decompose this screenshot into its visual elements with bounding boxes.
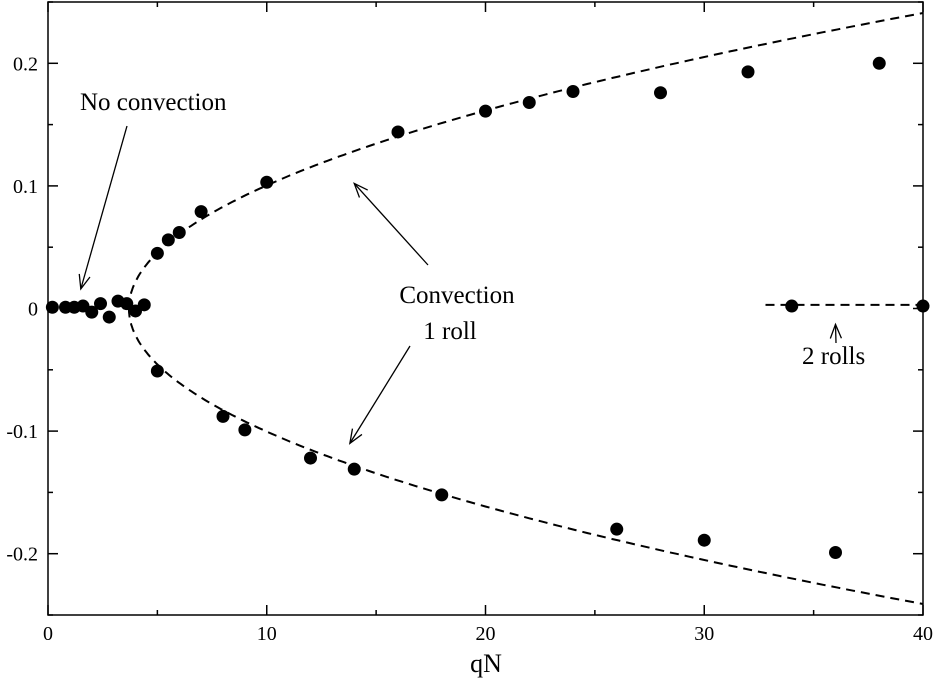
annotation-no-convection: No convection xyxy=(80,89,227,116)
x-tick-label: 0 xyxy=(43,623,53,645)
data-point xyxy=(391,125,405,139)
data-point xyxy=(150,364,164,378)
data-points xyxy=(45,56,930,559)
data-point xyxy=(120,297,134,311)
data-point xyxy=(522,96,536,110)
arrow-two-rolls xyxy=(829,322,843,344)
data-point xyxy=(785,299,799,313)
data-point xyxy=(347,462,361,476)
annotation-1-roll: 1 roll xyxy=(423,318,477,345)
data-point xyxy=(872,56,886,70)
data-point xyxy=(697,533,711,547)
arrow-convection-upper-shaft xyxy=(353,183,429,266)
y-tick-label: 0.1 xyxy=(13,176,38,198)
arrow-no-convection xyxy=(78,125,128,291)
data-point xyxy=(479,104,492,118)
arrow-convection-lower xyxy=(348,345,411,445)
annotations: No convection Convection 1 roll 2 rolls xyxy=(80,89,865,370)
y-tick-label: -0.2 xyxy=(6,544,38,566)
data-point xyxy=(137,298,151,312)
data-point xyxy=(566,84,580,98)
fit-curves xyxy=(127,12,924,605)
annotation-2-rolls: 2 rolls xyxy=(802,343,865,370)
arrow-two-rolls-head xyxy=(829,322,843,339)
y-tick-label: 0 xyxy=(28,299,38,321)
data-point xyxy=(654,86,667,100)
data-point xyxy=(829,545,842,559)
data-point xyxy=(150,246,164,260)
fit-curve-upper xyxy=(127,12,924,309)
arrow-convection-upper-head xyxy=(353,182,369,198)
data-point xyxy=(194,205,208,219)
arrow-convection-lower-head xyxy=(348,428,363,445)
x-tick-label: 20 xyxy=(476,623,496,645)
data-point xyxy=(172,225,186,239)
y-tick-label: 0.2 xyxy=(13,53,38,75)
arrow-two-rolls-shaft xyxy=(834,324,837,344)
arrow-convection-upper xyxy=(353,182,429,266)
annotation-arrows xyxy=(78,125,843,445)
data-point xyxy=(238,423,252,437)
data-point xyxy=(304,451,317,465)
fit-curve-lower xyxy=(127,308,924,605)
y-tick-label: -0.1 xyxy=(6,421,38,443)
arrow-no-convection-shaft xyxy=(80,125,128,290)
arrow-no-convection-head xyxy=(78,273,91,291)
data-point xyxy=(85,305,99,319)
annotation-convection: Convection xyxy=(399,282,515,309)
data-point xyxy=(102,310,116,324)
data-point xyxy=(45,300,59,314)
tick-labels: 0 10 20 30 40 -0.2 -0.1 0 0.1 0.2 xyxy=(6,53,933,645)
data-point xyxy=(216,409,230,423)
x-tick-label: 30 xyxy=(694,623,714,645)
arrow-convection-lower-shaft xyxy=(349,345,411,444)
data-point xyxy=(260,175,274,189)
data-point xyxy=(435,488,449,502)
data-point xyxy=(610,522,624,536)
x-tick-label: 10 xyxy=(257,623,277,645)
data-point xyxy=(916,299,930,313)
data-point xyxy=(741,65,755,79)
x-axis-label: qN xyxy=(470,649,502,678)
data-point xyxy=(161,233,175,247)
data-point xyxy=(94,297,107,311)
x-tick-label: 40 xyxy=(913,623,933,645)
